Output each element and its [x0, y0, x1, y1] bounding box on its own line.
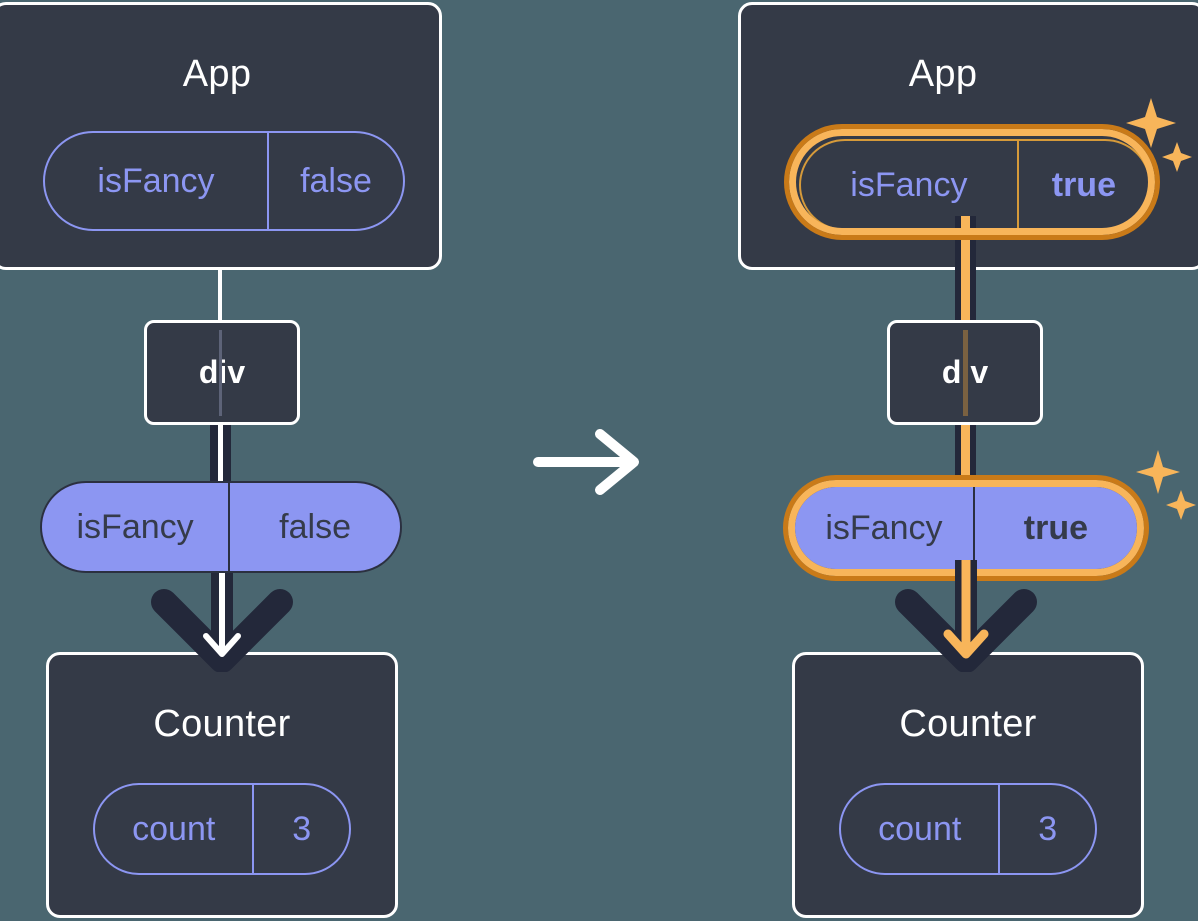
before-app-panel: App isFancy false	[0, 2, 442, 270]
before-counter-state-key: count	[132, 809, 216, 848]
after-app-state-value: true	[1016, 141, 1149, 229]
before-arrow-to-counter	[140, 560, 304, 673]
after-connector-app-to-div-inner	[961, 216, 970, 326]
arrow-down-icon	[895, 560, 1037, 673]
after-props-sparkles	[1134, 448, 1198, 524]
after-props-pill: isFancy true	[793, 485, 1139, 571]
before-props-key: isFancy	[76, 507, 194, 546]
after-counter-title: Counter	[899, 703, 1037, 745]
before-connector-app-to-div	[218, 268, 222, 322]
after-app-state-key: isFancy	[850, 165, 968, 204]
before-props-pill: isFancy false	[40, 481, 402, 573]
after-connector-through-div	[963, 330, 968, 416]
before-app-state-value: false	[266, 133, 403, 229]
after-counter-state-key: count	[878, 809, 962, 848]
after-app-title: App	[908, 53, 978, 95]
sparkle-icon	[1136, 450, 1196, 520]
before-connector-div-to-props-inner	[218, 424, 223, 490]
after-counter-state-value: 3	[998, 785, 1095, 873]
before-counter-panel: Counter count 3	[46, 652, 398, 918]
after-props-key: isFancy	[825, 508, 943, 547]
after-props-value: true	[972, 487, 1137, 569]
after-connector-div-to-props-inner	[961, 424, 970, 490]
before-app-state-pill: isFancy false	[43, 131, 405, 231]
before-counter-state-pill: count 3	[93, 783, 351, 875]
after-counter-state-pill: count 3	[839, 783, 1097, 875]
before-app-state-key: isFancy	[97, 161, 215, 200]
after-app-sparkles	[1124, 96, 1198, 184]
before-props-value: false	[228, 483, 400, 571]
before-connector-through-div	[219, 330, 222, 416]
before-counter-state-value: 3	[252, 785, 349, 873]
before-div-node: div	[144, 320, 300, 425]
after-arrow-to-counter	[884, 560, 1048, 673]
after-counter-panel: Counter count 3	[792, 652, 1144, 918]
arrow-down-icon	[151, 560, 293, 673]
arrow-right-icon	[533, 429, 639, 495]
before-app-title: App	[182, 53, 252, 95]
transition-arrow	[532, 424, 650, 500]
sparkle-icon	[1126, 98, 1192, 172]
before-counter-title: Counter	[153, 703, 291, 745]
